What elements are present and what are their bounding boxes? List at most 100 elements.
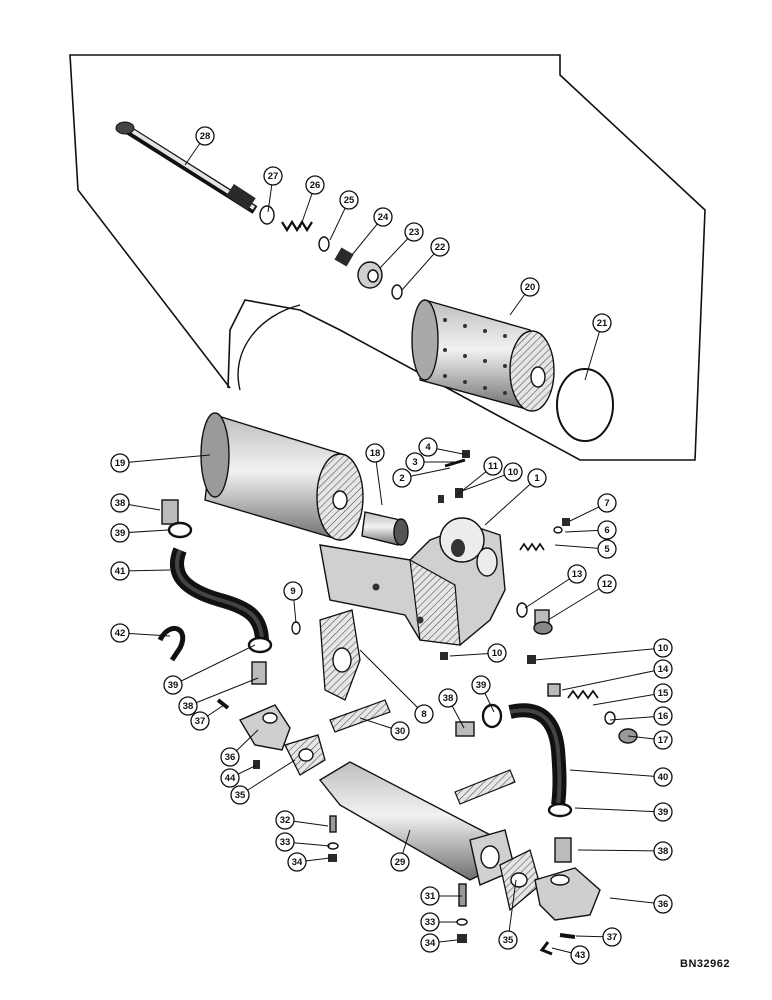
callout-c32: 32 [275,810,295,830]
callout-c42: 42 [110,623,130,643]
stud-nut-group-left [327,815,339,862]
callout-circle [405,452,425,472]
callout-circle [163,675,183,695]
shaft-part [115,121,258,214]
gasket-washer-part [553,526,563,534]
callout-circle [602,927,622,947]
callout-label: 40 [658,772,669,783]
elbow-right-part [534,867,601,921]
callout-c2: 2 [392,468,412,488]
callout-c10b: 10 [653,638,673,658]
callout-c11: 11 [483,456,503,476]
washer-part [259,205,275,225]
callout-c39b: 39 [163,675,183,695]
reference-code: BN32962 [680,958,730,970]
callout-c36a: 36 [220,747,240,767]
callout-label: 23 [409,227,420,238]
callout-c28: 28 [195,126,215,146]
callout-circle [283,581,303,601]
callout-c5: 5 [597,539,617,559]
callout-circle [110,493,130,513]
leader-line-c38b [187,677,259,707]
nipple-center-part [455,721,475,737]
hose-upper-part [170,547,269,643]
callout-circle [483,456,503,476]
callout-label: 38 [443,693,454,704]
callout-label: 43 [575,950,586,961]
callout-c21: 21 [592,313,612,333]
small-hardware-top [438,450,470,503]
o-ring-small-part [391,284,403,300]
callout-c30: 30 [390,721,410,741]
callout-label: 39 [658,807,669,818]
callout-label: 24 [378,212,389,223]
leader-line-c40 [569,769,664,778]
callout-label: 37 [195,716,206,727]
fitting-right-part [559,933,576,939]
seal-ring-part [604,711,616,725]
callout-circle [220,747,240,767]
callout-label: 34 [292,857,303,868]
callout-c8: 8 [414,704,434,724]
leader-line-c39b [172,644,256,686]
callout-c39a: 39 [110,523,130,543]
clamp-lower-part [547,802,573,818]
callout-label: 18 [370,448,381,459]
callout-label: 35 [503,935,514,946]
callout-circle [287,852,307,872]
callout-circle [420,912,440,932]
callout-c22: 22 [430,237,450,257]
callout-circle [339,190,359,210]
callout-circle [653,894,673,914]
callout-circle [220,768,240,788]
callout-circle [520,277,540,297]
valve-spring-part [567,689,599,700]
retainer-part [357,261,383,289]
callout-label: 11 [488,461,499,472]
callout-c29: 29 [390,852,410,872]
callout-circle [597,493,617,513]
clip-part [157,626,186,662]
callout-circle [263,166,283,186]
callout-label: 41 [115,566,126,577]
callout-c39c: 39 [471,675,491,695]
callout-label: 39 [168,680,179,691]
callout-circle [110,453,130,473]
callout-label: 33 [425,917,436,928]
callout-label: 6 [604,525,609,536]
leader-line-c15 [592,692,664,706]
spacer-part [547,683,561,697]
leader-line-c1 [484,477,538,526]
leader-line-c13 [524,573,578,609]
callout-c19: 19 [110,453,130,473]
callout-c37a: 37 [190,711,210,731]
filter-element-part [411,299,555,412]
callout-label: 22 [435,242,446,253]
callout-circle [653,659,673,679]
callout-c12: 12 [597,574,617,594]
callout-label: 1 [534,473,540,484]
callout-c23: 23 [404,222,424,242]
callout-label: 10 [658,643,669,654]
flange-gasket-left-part [284,734,326,776]
assembly-arrow [237,304,301,391]
leader-line-c8 [359,649,425,715]
callout-label: 16 [658,711,669,722]
plug-part [533,609,553,635]
leader-line-c39d [574,807,664,813]
callout-c33a: 33 [275,832,295,852]
callout-c35b: 35 [498,930,518,950]
callout-c10a: 10 [503,462,523,482]
callout-label: 36 [225,752,236,763]
callout-circle [420,933,440,953]
callout-c1: 1 [527,468,547,488]
callout-circle [414,704,434,724]
callout-circle [110,561,130,581]
callout-label: 39 [115,528,126,539]
callout-label: 4 [425,442,431,453]
callout-c17: 17 [653,730,673,750]
callout-circle [527,468,547,488]
callout-circle [597,539,617,559]
callout-c24: 24 [373,207,393,227]
